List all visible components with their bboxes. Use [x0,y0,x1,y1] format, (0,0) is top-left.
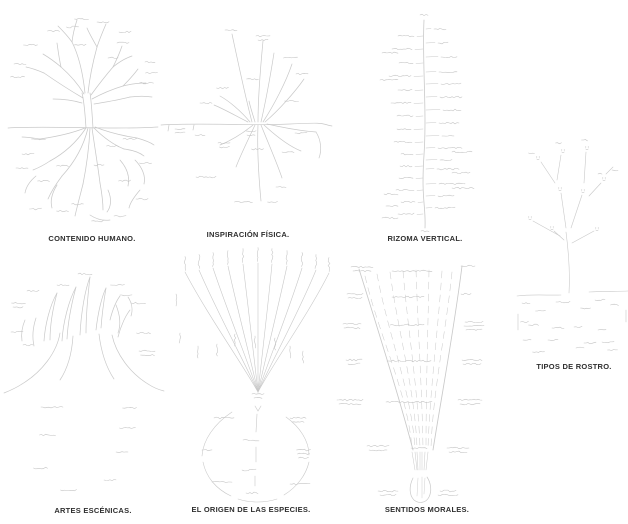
sketch-tipos-de-rostro [516,139,628,353]
caption-artes-escenicas: ARTES ESCÉNICAS. [54,506,132,515]
sketch-origen-especies [175,247,331,503]
caption-rizoma-vertical: RIZOMA VERTICAL. [387,234,463,243]
caption-sentidos-morales: SENTIDOS MORALES. [384,505,470,514]
caption-origen-especies: EL ORIGEN DE LAS ESPECIES. [191,505,311,514]
sketch-rizoma-vertical [379,13,475,233]
caption-tipos-de-rostro: TIPOS DE ROSTRO. [536,362,612,371]
caption-inspiracion-fisica: INSPIRACIÓN FÍSICA. [206,230,290,239]
sketch-artes-escenicas [3,272,165,492]
sketch-contenido-humano [7,18,159,223]
caption-contenido-humano: CONTENIDO HUMANO. [48,234,136,243]
sketch-inspiracion-fisica [160,29,333,203]
sketch-sentidos-morales [336,264,485,503]
